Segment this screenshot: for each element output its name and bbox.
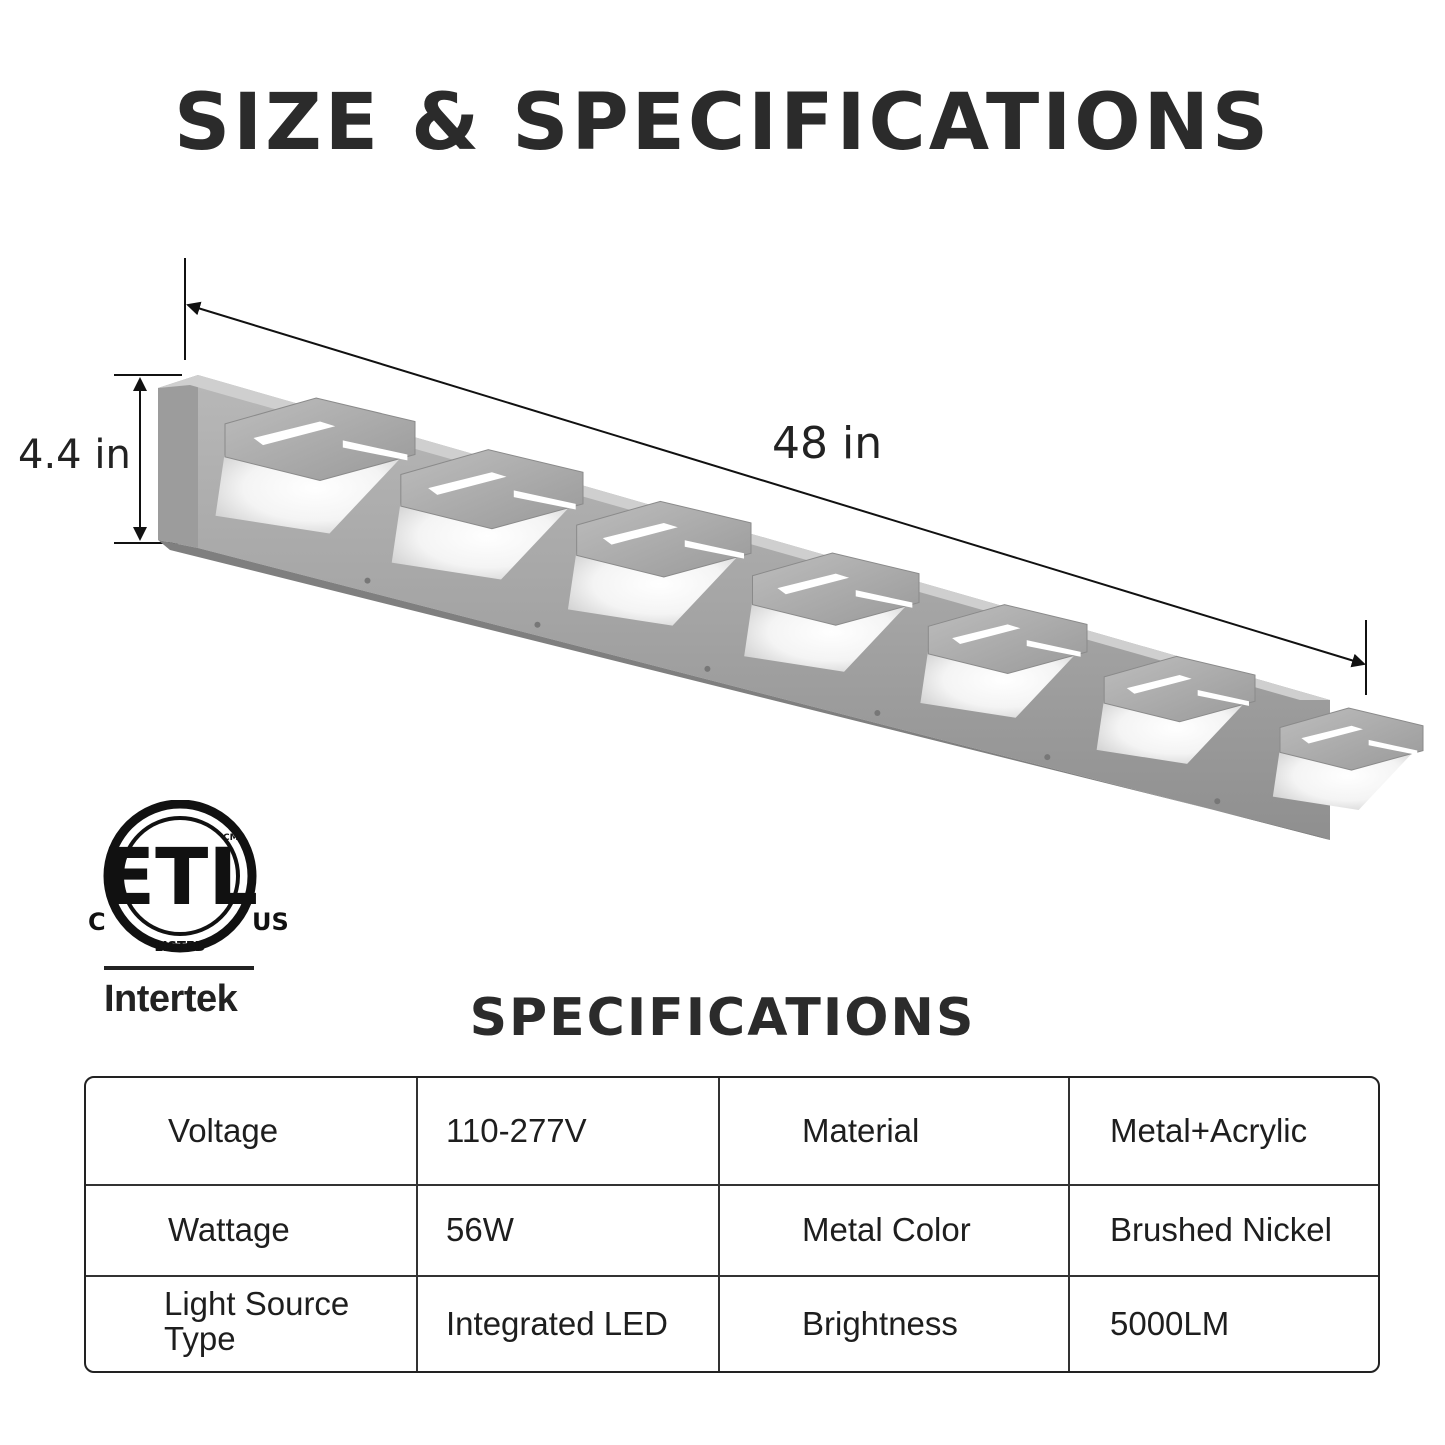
etl-listed-logo: ETL CM LISTED C US xyxy=(88,800,289,955)
height-label: 4.4 in xyxy=(18,432,131,478)
shade-slot xyxy=(428,472,507,495)
shade-body xyxy=(224,397,416,481)
spec-label: Material xyxy=(720,1078,1070,1186)
spec-label: Wattage xyxy=(86,1186,418,1277)
shade-slot xyxy=(602,522,678,545)
length-dimension-arrow xyxy=(186,301,1366,668)
shade-slot xyxy=(513,490,576,510)
mounting-screw xyxy=(364,577,371,584)
shade-body xyxy=(752,552,920,626)
light-shade xyxy=(920,604,1088,761)
spec-value: 110-277V xyxy=(418,1078,720,1186)
logo-divider xyxy=(104,966,254,970)
spec-value: 56W xyxy=(418,1186,720,1277)
light-shade xyxy=(1272,707,1424,810)
length-label: 48 in xyxy=(772,418,883,469)
shade-slot xyxy=(777,573,850,595)
shade-slot xyxy=(1197,689,1249,706)
mounting-screw xyxy=(1044,754,1051,761)
page-title: SIZE & SPECIFICATIONS xyxy=(173,78,1272,168)
mounting-screw xyxy=(874,710,881,717)
shade-body xyxy=(927,604,1088,675)
spec-value: Metal+Acrylic xyxy=(1070,1078,1378,1186)
mounting-screw xyxy=(704,665,711,672)
specifications-title: SPECIFICATIONS xyxy=(469,988,976,1048)
spec-value: Brushed Nickel xyxy=(1070,1186,1378,1277)
us-text: US xyxy=(252,908,289,936)
shade-slot xyxy=(952,624,1021,645)
spec-label: Brightness xyxy=(720,1277,1070,1371)
light-shade xyxy=(215,397,416,584)
spec-label: Metal Color xyxy=(720,1186,1070,1277)
etl-mark-text: ETL xyxy=(102,833,258,923)
shade-slot xyxy=(1301,725,1363,744)
specifications-table: Voltage 110-277V Material Metal+Acrylic … xyxy=(84,1076,1380,1373)
shade-slot xyxy=(1126,675,1192,694)
shade-body xyxy=(1279,707,1424,771)
light-shade xyxy=(567,500,752,672)
intertek-brand: Intertek xyxy=(104,978,238,1020)
shade-slot xyxy=(342,440,408,461)
mounting-screw xyxy=(1214,798,1221,805)
product-diagram xyxy=(114,258,1424,840)
listed-text: LISTED xyxy=(154,940,205,955)
shade-body xyxy=(576,500,752,578)
shade-slot xyxy=(1026,640,1081,657)
c-text: C xyxy=(88,908,106,936)
light-shade xyxy=(391,449,584,628)
spec-value: Integrated LED xyxy=(418,1277,720,1371)
shade-slot xyxy=(253,421,336,446)
spec-label: Voltage xyxy=(86,1078,418,1186)
mounting-screw xyxy=(534,621,541,628)
light-shade xyxy=(744,552,920,717)
shade-slot xyxy=(855,590,913,608)
spec-label: Light Source Type xyxy=(86,1277,418,1371)
shade-slot xyxy=(1368,739,1418,755)
shade-slot xyxy=(684,540,745,559)
spec-value: 5000LM xyxy=(1110,1304,1230,1342)
shade-body xyxy=(400,449,584,530)
light-shade xyxy=(1096,655,1256,805)
cm-text: CM xyxy=(223,833,239,843)
shade-body xyxy=(1103,655,1256,723)
